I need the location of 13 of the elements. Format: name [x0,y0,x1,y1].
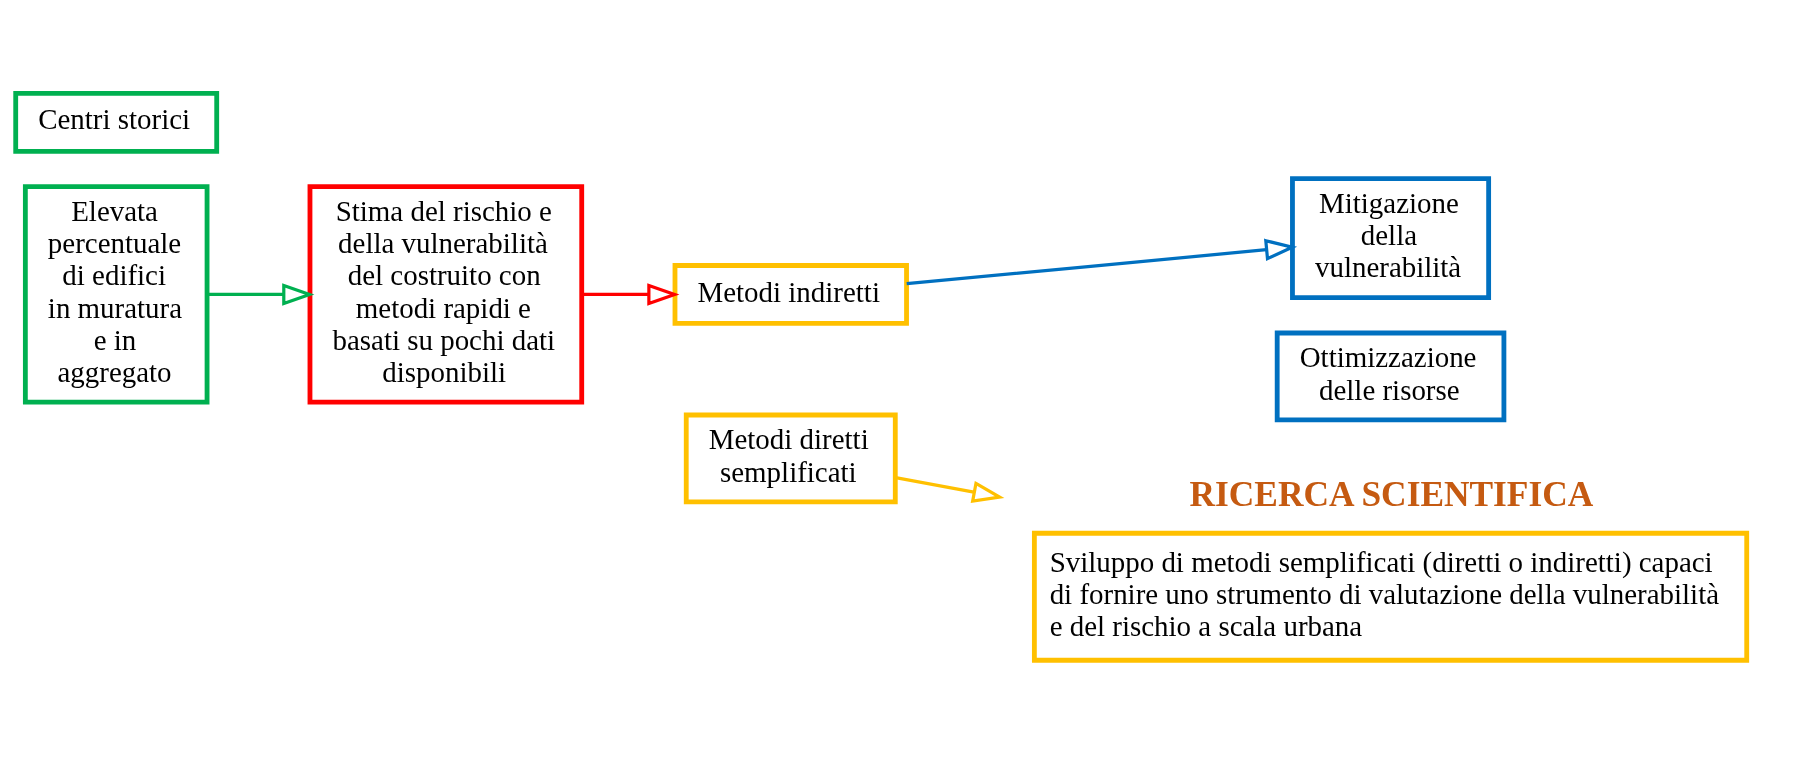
node-box: Ottimizzazione delle risorse [1274,330,1507,423]
arrow [207,283,315,306]
arrow [895,476,1005,504]
node-box: Sviluppo di metodi semplificati (diretti o indiretti) capaci di fornire uno strumento di valutazione della vulnerabilità e del rischio a scala urbana [1031,530,1750,663]
node-box: Centri storici [13,91,220,154]
node-box: Elevata percentuale di edifici in muratura e in aggregato [22,184,210,405]
node-box: Metodi diretti semplificati [683,412,898,505]
arrow [906,238,1298,286]
node-box: Mitigazione della vulnerabilità [1290,176,1492,301]
node-label: RICERCA SCIENTIFICA [1189,474,1594,515]
arrow [582,283,680,306]
node-box: Metodi indiretti [672,263,909,326]
node-box: Stima del rischio e della vulnerabilità del costruito con metodi rapidi e basati su pochi dati disponibili [307,184,585,405]
